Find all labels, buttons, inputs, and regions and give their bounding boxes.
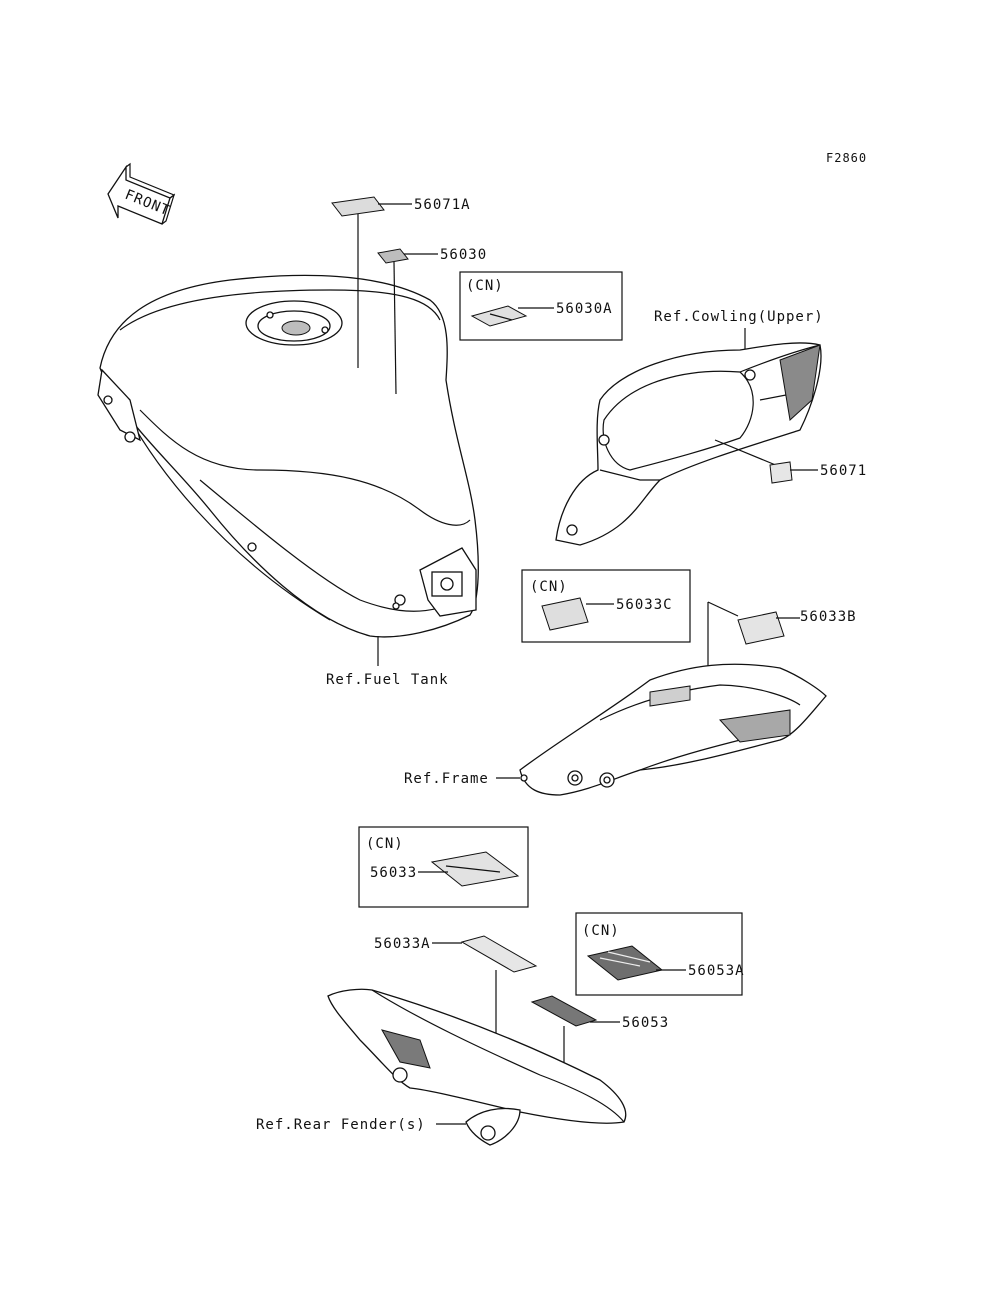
callout-56033C: 56033C (616, 597, 673, 613)
callout-56033: 56033 (370, 865, 417, 881)
cn-box-56030A: (CN) 56030A (459, 271, 623, 341)
label-56030: 56030 (377, 247, 487, 395)
cn-tag-1: (CN) (466, 278, 504, 294)
rear-fender (327, 988, 627, 1146)
cn-box-56053A: (CN) 56053A (575, 912, 745, 996)
label-56071: 56071 (769, 461, 867, 484)
callout-56033B: 56033B (800, 609, 857, 625)
cowling-upper: Ref.Cowling(Upper) (555, 309, 824, 546)
cn-tag-3: (CN) (366, 836, 404, 852)
callout-56053: 56053 (622, 1015, 669, 1031)
cn-tag-4: (CN) (582, 923, 620, 939)
front-arrow-icon: FRONT (107, 162, 176, 225)
ref-fuel-tank: Ref.Fuel Tank (326, 672, 449, 688)
frame (519, 663, 827, 796)
cn-box-56033: (CN) 56033 (358, 826, 529, 908)
label-56053: 56053 (530, 995, 669, 1088)
callout-56030A: 56030A (556, 301, 613, 317)
callout-56071A: 56071A (414, 197, 471, 213)
callout-56071: 56071 (820, 463, 867, 479)
ref-frame: Ref.Frame (404, 771, 489, 787)
fuel-tank (97, 274, 479, 638)
cn-box-56033C: (CN) 56033C (521, 569, 691, 643)
figure-code: F2860 (826, 151, 867, 165)
ref-cowling: Ref.Cowling(Upper) (654, 309, 824, 325)
callout-56053A: 56053A (688, 963, 745, 979)
callout-56033A: 56033A (374, 936, 431, 952)
ref-rear-fender: Ref.Rear Fender(s) (256, 1117, 426, 1133)
label-56071A: 56071A (331, 196, 471, 368)
cn-tag-2: (CN) (530, 579, 568, 595)
callout-56030: 56030 (440, 247, 487, 263)
